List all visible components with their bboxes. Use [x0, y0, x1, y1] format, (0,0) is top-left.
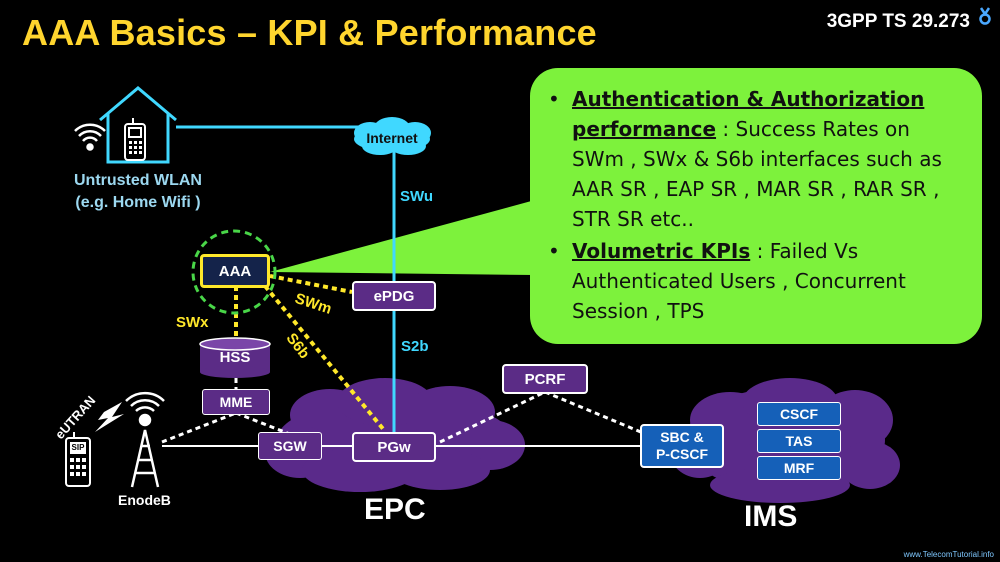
- pcrf-node[interactable]: PCRF: [502, 364, 588, 394]
- radio-link-icon: [95, 402, 124, 432]
- website-credit[interactable]: www.TelecomTutorial.info: [903, 550, 994, 559]
- tas-node[interactable]: TAS: [757, 429, 841, 453]
- epc-label: EPC: [364, 493, 426, 526]
- kpi-bullet-auth-heading: Authentication & Authorization performan…: [572, 87, 925, 141]
- home-icon: [99, 86, 177, 164]
- wifi-icon: [74, 123, 106, 151]
- aaa-highlight-circle: [191, 229, 277, 315]
- wlan-label-line1: Untrusted WLAN: [74, 172, 202, 189]
- home-phone-icon: [124, 118, 146, 161]
- enodeb-tower-icon: [125, 391, 165, 488]
- wlan-label-line2: (e.g. Home Wifi ): [75, 194, 201, 211]
- spec-reference: 3GPP TS 29.273: [826, 11, 970, 32]
- pgw-node[interactable]: PGw: [352, 432, 436, 462]
- sip-label: SIP: [71, 443, 85, 452]
- sgw-node[interactable]: SGW: [258, 432, 322, 460]
- site-logo-icon: [978, 6, 992, 31]
- swu-label: SWu: [400, 188, 434, 205]
- aaa-links: [234, 274, 386, 432]
- internet-label: Internet: [366, 130, 418, 146]
- kpi-bullet-volumetric-text: : Failed Vs Authenticated Users , Concur…: [572, 239, 906, 323]
- kpi-bullet-auth-text: : Success Rates on SWm , SWx & S6b inter…: [572, 117, 942, 231]
- mrf-node[interactable]: MRF: [757, 456, 841, 480]
- ims-label: IMS: [744, 500, 798, 533]
- enodeb-label: EnodeB: [118, 492, 171, 508]
- aaa-node[interactable]: AAA: [200, 254, 270, 288]
- kpi-bullet-auth: Authentication & Authorization performan…: [548, 84, 964, 234]
- cscf-node[interactable]: CSCF: [757, 402, 841, 426]
- wlan-label: Untrusted WLAN (e.g. Home Wifi ): [48, 170, 228, 214]
- kpi-bullet-volumetric: Volumetric KPIs : Failed Vs Authenticate…: [548, 236, 964, 326]
- hss-cylinder: [199, 337, 271, 378]
- mme-node[interactable]: MME: [202, 389, 270, 415]
- s2b-label: S2b: [401, 338, 429, 355]
- internet-cloud: [354, 117, 431, 155]
- hss-node[interactable]: HSS: [219, 349, 251, 366]
- ue-phone-icon: [65, 432, 91, 487]
- page-title: AAA Basics – KPI & Performance: [22, 12, 597, 53]
- epc-cloud: [265, 378, 525, 492]
- callout-pointer: [270, 200, 535, 275]
- epdg-node[interactable]: ePDG: [352, 281, 436, 311]
- kpi-bullet-volumetric-heading: Volumetric KPIs: [572, 239, 751, 263]
- sbc-pcscf-node[interactable]: SBC & P-CSCF: [640, 424, 724, 468]
- kpi-callout: Authentication & Authorization performan…: [530, 68, 982, 344]
- swx-label: SWx: [176, 314, 209, 331]
